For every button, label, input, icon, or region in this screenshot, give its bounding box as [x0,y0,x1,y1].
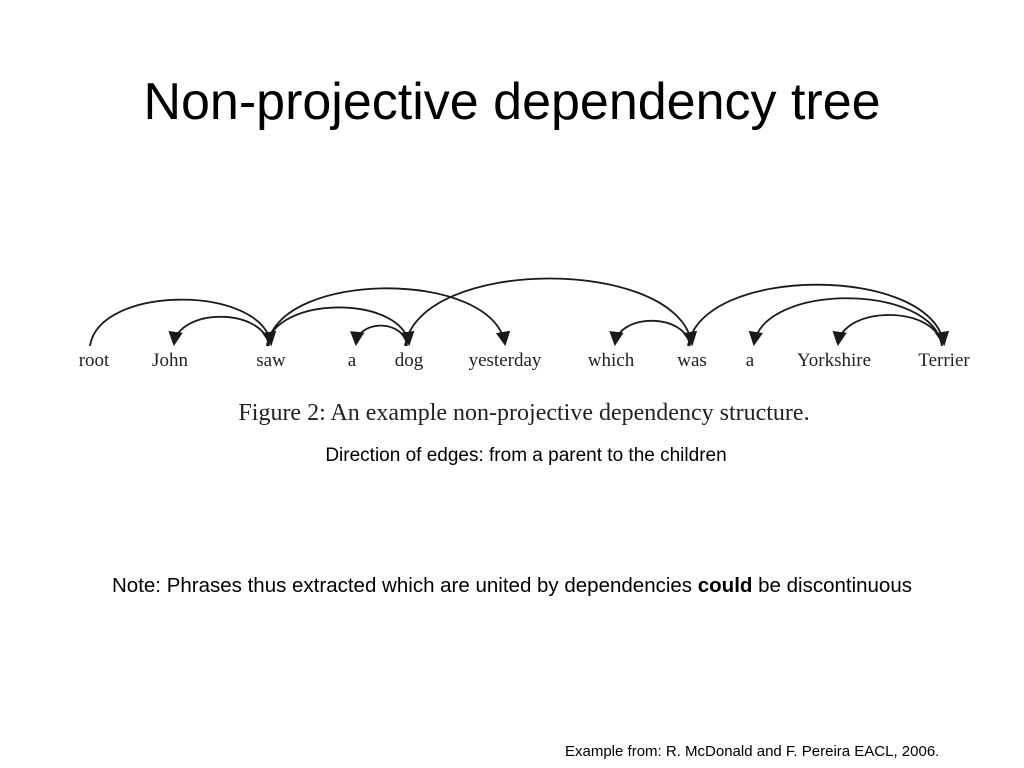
word-5: yesterday [469,350,542,371]
edge-direction-note: Direction of edges: from a parent to the… [325,445,727,466]
figure-caption: Figure 2: An example non-projective depe… [238,400,810,426]
word-2: saw [256,350,286,371]
edge-terrier-to-a-8 [748,297,943,347]
edge-dog-to-was-5 [404,277,698,347]
sentence-words: root John saw a dog yesterday which was a Yorkshi… [79,350,971,371]
word-1: John [152,350,188,371]
word-8: a [746,350,755,371]
edge-root-to-saw-0 [89,298,277,347]
edge-saw-to-dog-2 [266,306,415,347]
word-0: root [79,350,110,371]
edge-was-to-terrier-7 [687,283,950,347]
note-emphasis: could [697,574,753,597]
note-text-after: be discontinuous [752,574,912,597]
word-6: which [588,350,635,371]
edge-terrier-to-yorkshire-9 [832,314,943,347]
edge-saw-to-john-1 [168,316,270,347]
source-citation: Example from: R. McDonald and F. Pereira… [565,743,940,760]
edge-dog-to-a-4 [350,324,408,347]
slide-title: Non-projective dependency tree [143,73,881,131]
word-9: Yorkshire [797,350,871,371]
edge-was-to-which-6 [609,319,691,347]
discontinuity-note: Note: Phrases thus extracted which are u… [0,571,1024,601]
dependency-tree-diagram: root John saw a dog yesterday which was a Yorkshi… [0,270,1024,390]
word-4: dog [395,350,424,371]
dependency-tree-svg: root John saw a dog yesterday which was a Yorkshi… [79,277,971,371]
word-10: Terrier [918,350,970,371]
note-text-before: Note: Phrases thus extracted which are u… [112,574,698,597]
edge-saw-to-yesterday-3 [266,287,511,347]
dependency-arcs [89,277,950,347]
word-3: a [348,350,357,371]
word-7: was [677,350,707,371]
